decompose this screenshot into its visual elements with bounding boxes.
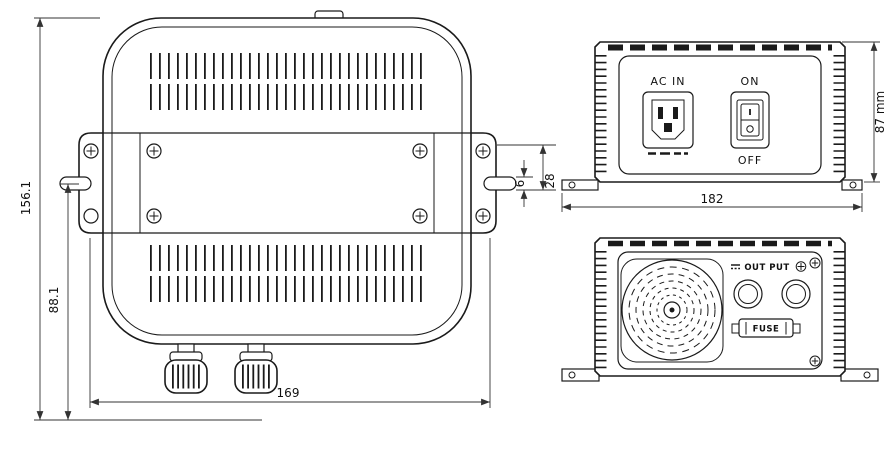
switch-off-mark [746, 125, 754, 133]
rear-left-foot [561, 368, 600, 382]
mount-hole [83, 208, 99, 224]
top-view: 156.1 88.1 169 6 28 [19, 10, 557, 421]
ac-inlet-socket [642, 91, 694, 155]
front-right-foot [841, 179, 863, 191]
dim-overall-height: 156.1 [19, 181, 33, 215]
power-switch [730, 91, 770, 149]
left-mount-slot [59, 176, 92, 191]
screws [83, 143, 491, 224]
front-view-dimensions: 87 mm 182 [561, 41, 887, 212]
front-left-foot [561, 179, 599, 191]
off-label: OFF [738, 154, 762, 167]
rear-right-foot [840, 368, 879, 382]
body-inner-outline [111, 26, 463, 336]
terminal-right [234, 343, 278, 394]
cooling-fan [620, 258, 724, 363]
output-terminal-left [733, 279, 763, 309]
ac-in-label: AC IN [651, 75, 686, 88]
terminal-left [164, 343, 208, 394]
earth-symbol-icon [795, 261, 807, 272]
on-label: ON [741, 75, 760, 88]
output-label: OUT PUT [744, 263, 789, 273]
body-outline [102, 17, 472, 345]
top-view-dimensions: 156.1 88.1 169 6 28 [19, 17, 557, 421]
heatsink-fins [150, 53, 424, 302]
dc-symbol-icon [731, 264, 740, 270]
dim-front-width: 182 [701, 192, 724, 206]
rear-view: OUT PUT FUSE [561, 237, 879, 382]
right-mount-slot [483, 176, 517, 191]
rear-panel-screws [809, 257, 821, 367]
dim-slot-width: 6 [513, 180, 527, 188]
dim-front-height: 87 mm [873, 91, 887, 133]
mounting-plate [103, 132, 471, 234]
dim-slot-offset: 28 [543, 173, 557, 188]
dim-width: 169 [277, 386, 300, 400]
fuse-holder: FUSE [731, 318, 801, 338]
dim-lower-height: 88.1 [47, 287, 61, 314]
front-view: AC IN ON OFF [561, 41, 887, 212]
fuse-label: FUSE [753, 325, 780, 335]
output-terminal-right [781, 279, 811, 309]
